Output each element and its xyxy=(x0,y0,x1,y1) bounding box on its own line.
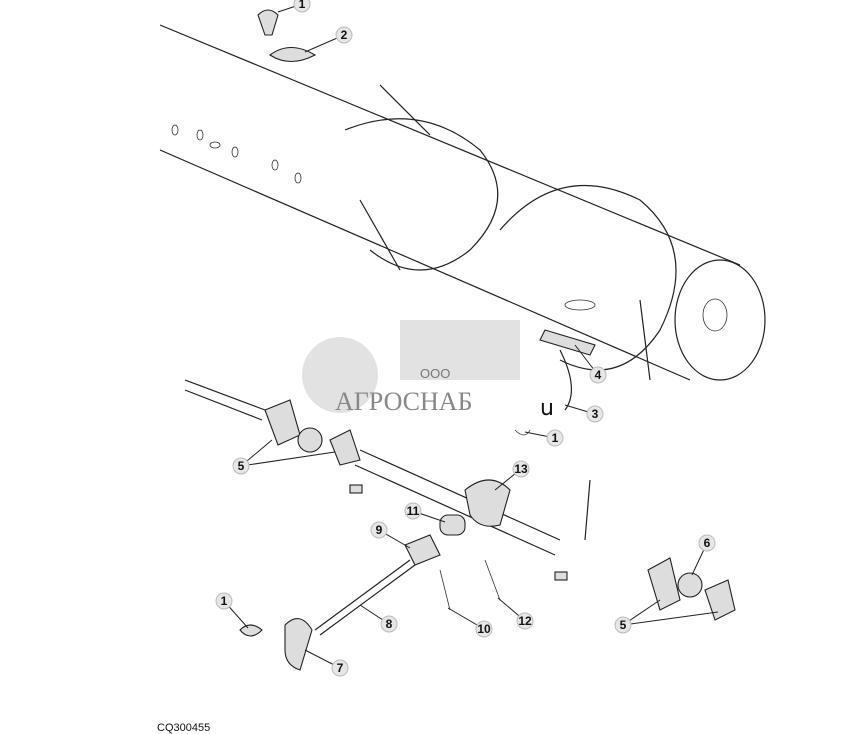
leader-line xyxy=(240,451,336,467)
callout-circle xyxy=(370,521,388,539)
callout-circle xyxy=(335,26,353,44)
watermark-prefix: ООО xyxy=(420,366,450,381)
auger-tube xyxy=(159,24,766,381)
callout-4: 4 xyxy=(574,344,607,384)
callout-1: 1 xyxy=(215,592,249,629)
callout-number: 1 xyxy=(221,594,228,608)
callout-number: 5 xyxy=(238,459,245,473)
callout-circle xyxy=(589,366,607,384)
callout-8: 8 xyxy=(359,604,398,633)
callout-1: 1 xyxy=(277,0,311,13)
callout-circle xyxy=(516,612,534,630)
callout-number: 4 xyxy=(595,368,602,382)
callout-7: 7 xyxy=(304,649,349,677)
callout-circle xyxy=(698,534,716,552)
callout-12: 12 xyxy=(497,597,534,630)
shaft-assembly xyxy=(184,9,736,671)
stray-text: u xyxy=(540,396,554,421)
callout-number: 7 xyxy=(337,661,344,675)
figure-id: CQ300455 xyxy=(157,722,211,734)
callout-10: 10 xyxy=(447,607,493,638)
callout-2: 2 xyxy=(304,26,353,53)
callout-number: 3 xyxy=(592,407,599,421)
callout-circle xyxy=(614,616,632,634)
callout-number: 2 xyxy=(341,28,348,42)
callout-6: 6 xyxy=(691,534,716,576)
watermark-name: АГРОСНАБ xyxy=(335,387,473,416)
callout-13: 13 xyxy=(494,460,530,491)
callout-circle xyxy=(380,615,398,633)
callout-circle xyxy=(293,0,311,13)
callout-number: 11 xyxy=(407,504,420,518)
callout-circle xyxy=(232,457,250,475)
callout-number: 5 xyxy=(620,618,627,632)
callout-11: 11 xyxy=(404,502,446,523)
callout-number: 1 xyxy=(552,431,559,445)
callout-number: 8 xyxy=(386,617,393,631)
watermark-logo: ООО АГРОСНАБ xyxy=(302,320,520,416)
callout-number: 10 xyxy=(477,622,491,636)
callout-5: 5 xyxy=(232,439,336,475)
callout-circle xyxy=(475,620,493,638)
callout-number: 12 xyxy=(518,614,532,628)
callout-number: 9 xyxy=(376,523,383,537)
callout-5: 5 xyxy=(614,599,719,634)
callout-circle xyxy=(331,659,349,677)
callout-9: 9 xyxy=(370,521,411,549)
leader-line xyxy=(622,611,719,626)
callout-number: 13 xyxy=(514,462,528,476)
callout-circle xyxy=(512,460,530,478)
callout-number: 1 xyxy=(299,0,306,11)
callout-circle xyxy=(215,592,233,610)
callout-circle xyxy=(404,502,422,520)
callout-number: 6 xyxy=(704,536,711,550)
callout-circle xyxy=(586,405,604,423)
callout-1: 1 xyxy=(524,429,564,447)
callout-3: 3 xyxy=(564,404,604,423)
callout-circle xyxy=(546,429,564,447)
